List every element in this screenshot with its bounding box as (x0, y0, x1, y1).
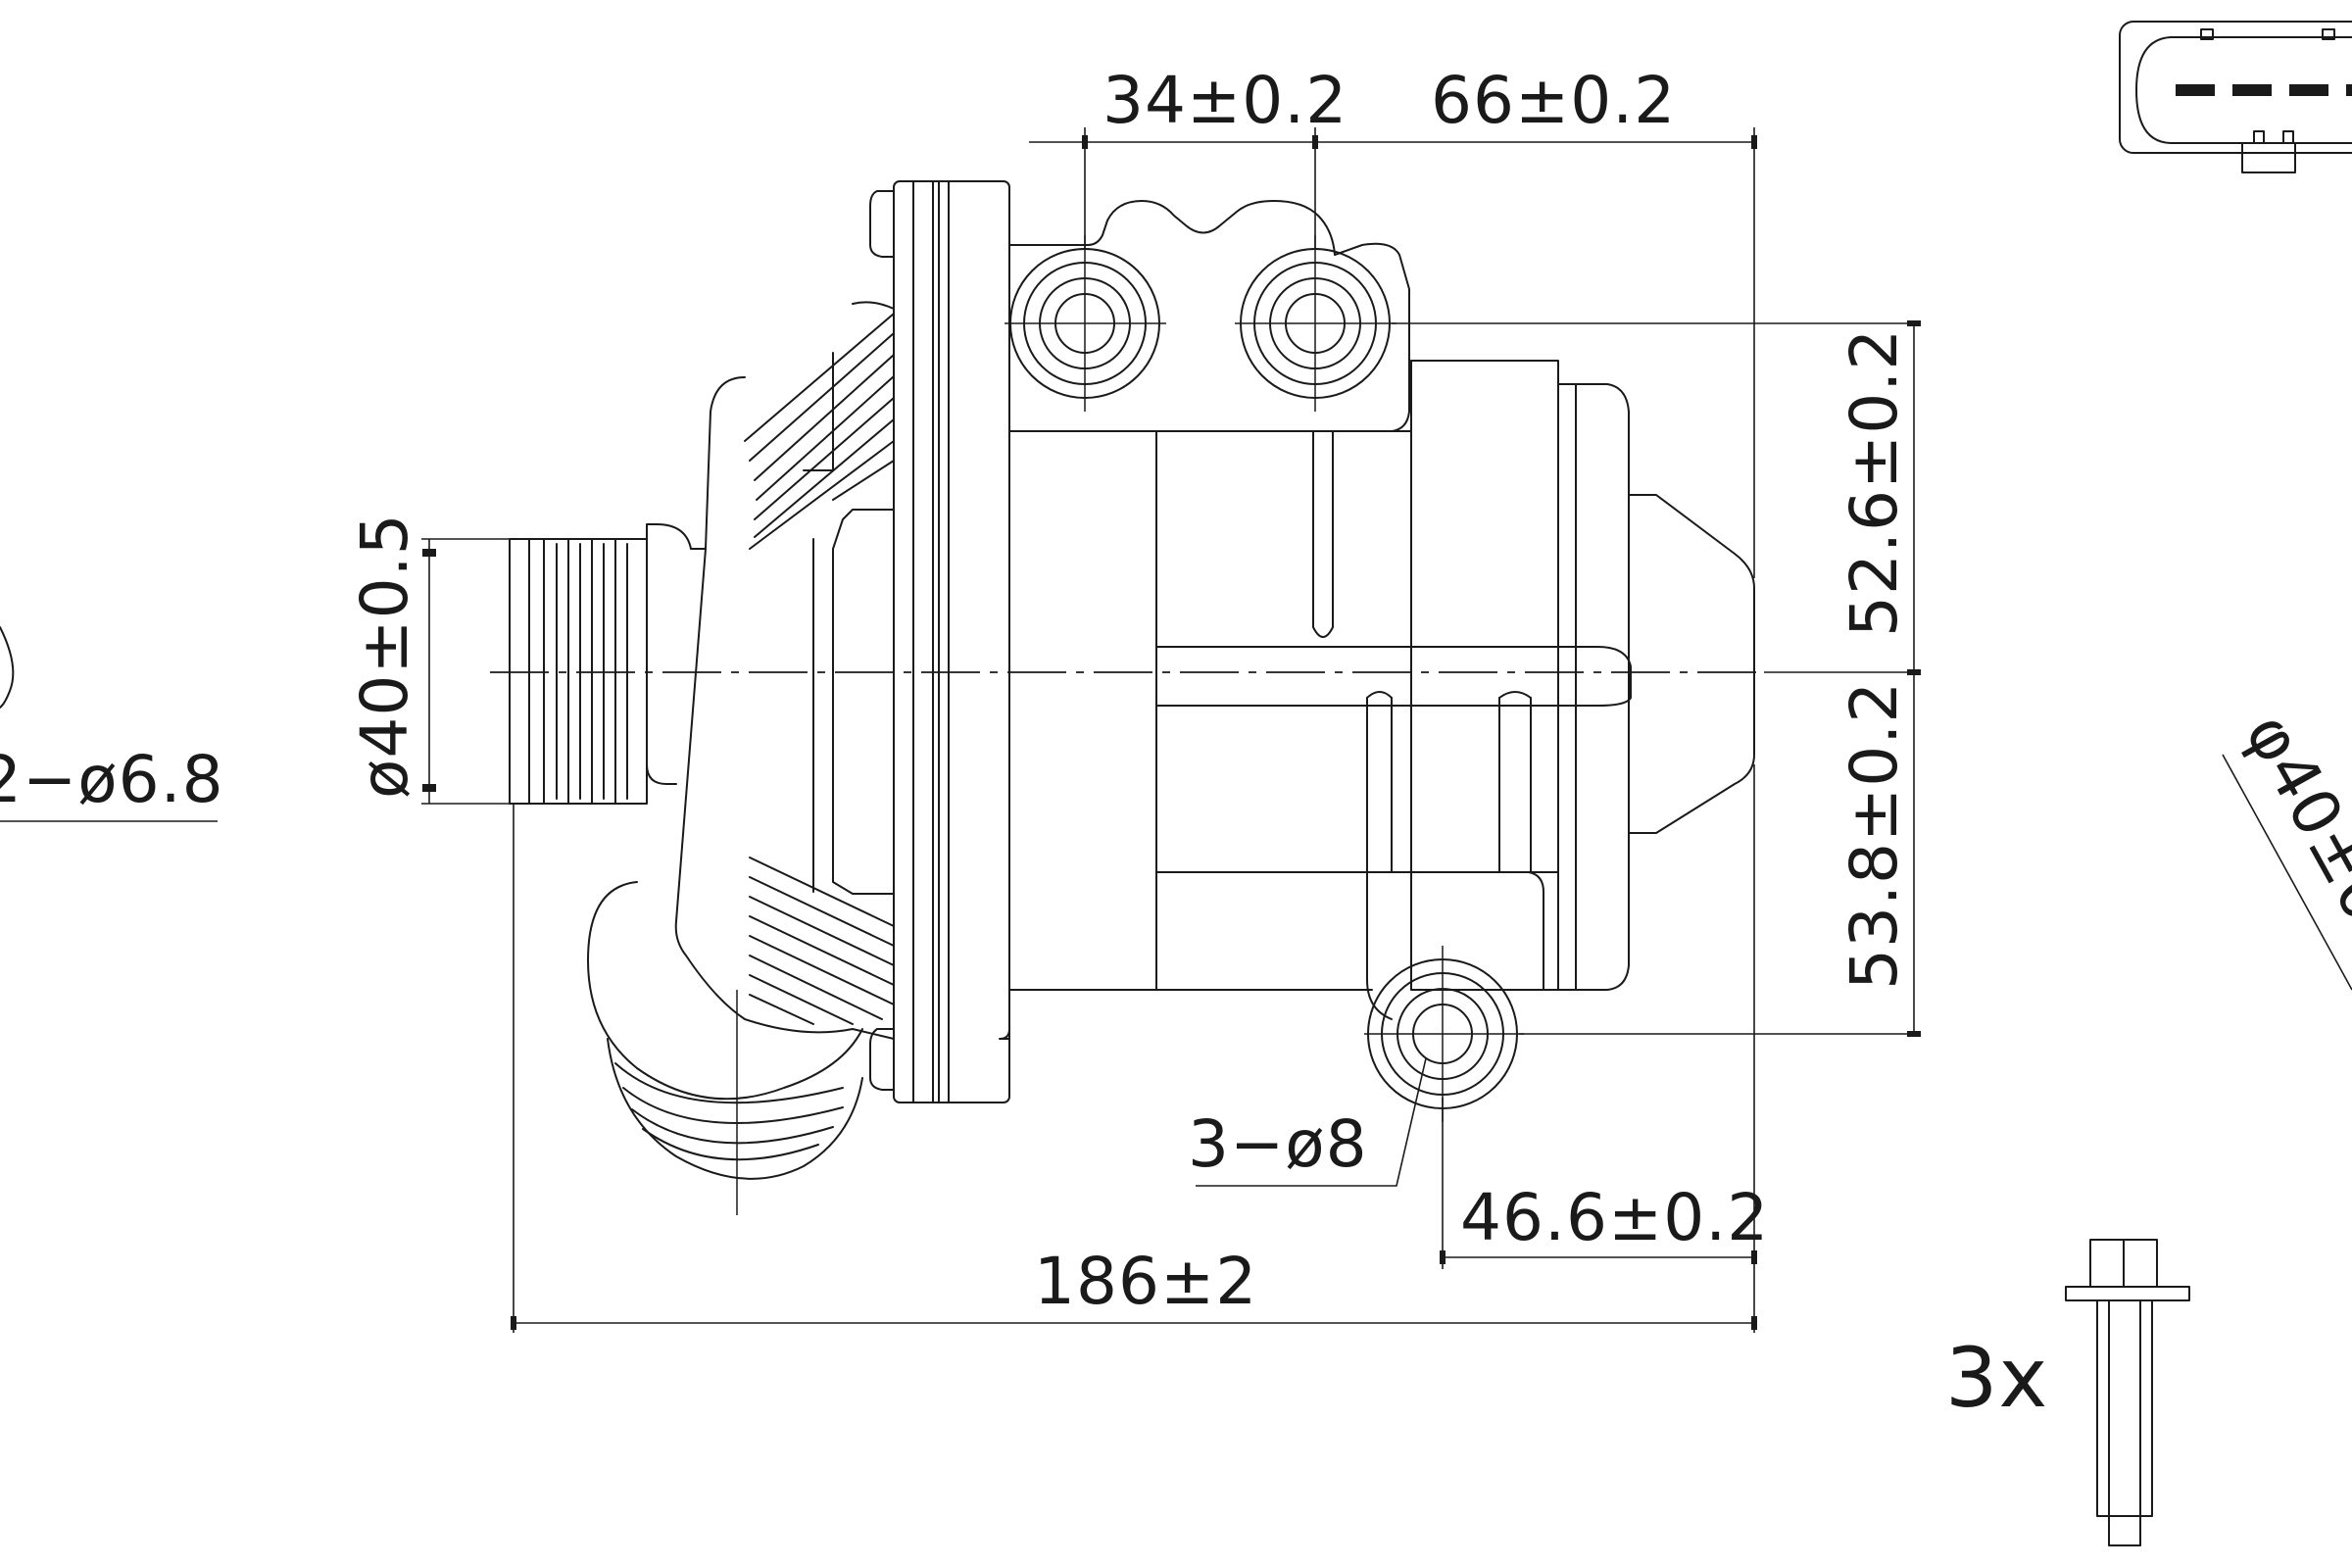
dim-46-6: 46.6±0.2 (1460, 1180, 1769, 1255)
right-diameter-dimension: φ40±0. (2230, 701, 2352, 954)
dim-66: 66±0.2 (1431, 63, 1676, 138)
dim-hole-callout: 3−ø8 (1188, 1106, 1368, 1182)
right-fragment: φ40±0. (2222, 701, 2352, 991)
impeller-fins-upper (744, 301, 895, 550)
dim-53-8: 53.8±0.2 (1837, 681, 1912, 990)
impeller-fins-lower (749, 857, 895, 1025)
dim-52-6: 52.6±0.2 (1837, 328, 1912, 637)
bolt-icon (2065, 1239, 2190, 1546)
inlet-spigot (509, 538, 648, 805)
dim-inlet-diameter: ø40±0.5 (347, 513, 422, 799)
left-hole-dimension: 2−ø6.8 (0, 742, 224, 817)
mount-hole-1 (1004, 235, 1166, 412)
dim-186: 186±2 (1034, 1244, 1257, 1319)
dimensions: 34±0.2 66±0.2 52.6±0.2 53.8±0.2 ø40±0.5 … (347, 63, 1921, 1333)
mount-hole-3 (1364, 946, 1524, 1122)
pump-body (490, 180, 1764, 1215)
left-fragment: 2−ø6.8 (0, 626, 224, 822)
mount-hole-2 (1235, 235, 1396, 412)
outlet-elbow (587, 881, 863, 1215)
bolt-quantity: 3x (1945, 1330, 2048, 1426)
dim-34: 34±0.2 (1102, 63, 1348, 138)
electrical-connector (2119, 21, 2352, 173)
